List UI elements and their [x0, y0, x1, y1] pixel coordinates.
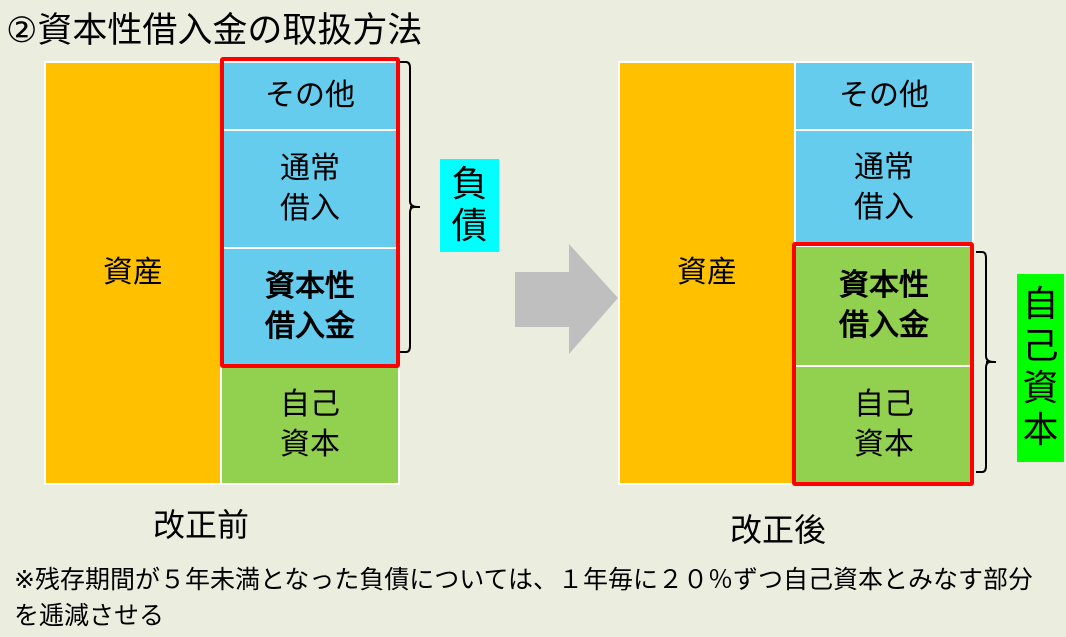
- footnote: ※残存期間が５年未満となった負債については、１年毎に２０％ずつ自己資本とみなす部…: [14, 565, 1033, 630]
- text: 資本: [854, 427, 914, 462]
- text: 己: [1022, 326, 1059, 367]
- text: 負: [451, 163, 488, 205]
- text: 債: [451, 205, 488, 247]
- before-assets: 資産: [44, 61, 222, 485]
- after-brace: [976, 251, 996, 473]
- text: 本: [1022, 410, 1059, 451]
- text: 借入金: [839, 308, 929, 343]
- after-other: その他: [794, 61, 974, 131]
- after-capital-loan: 資本性借入金: [794, 245, 974, 367]
- before-brace: [400, 61, 420, 353]
- text: 資本性: [265, 269, 355, 304]
- text: 自己: [854, 387, 914, 422]
- arrow-right-icon: [515, 244, 618, 354]
- equity-tag: 自己資本: [1017, 274, 1064, 462]
- text: 通常: [854, 150, 914, 185]
- after-highlight-frame: [792, 242, 974, 486]
- before-label: 改正前: [153, 506, 250, 544]
- before-normal-loan: 通常借入: [220, 129, 400, 249]
- after-label: 改正後: [730, 511, 827, 549]
- text: 通常: [280, 151, 340, 186]
- before-equity: 自己資本: [220, 365, 400, 485]
- text: 借入金: [265, 309, 355, 344]
- page-title: ②資本性借入金の取扱方法: [6, 11, 423, 51]
- liability-tag: 負債: [440, 159, 499, 252]
- text: 資本性: [839, 268, 929, 303]
- after-normal-loan: 通常借入: [794, 129, 974, 247]
- text: 自: [1022, 284, 1059, 325]
- text: 借入: [854, 190, 914, 225]
- after-assets: 資産: [618, 61, 796, 485]
- after-equity: 自己資本: [794, 365, 974, 485]
- text: 自己: [280, 387, 340, 422]
- before-highlight-frame: [220, 57, 400, 368]
- text: 資: [1022, 368, 1059, 409]
- text: 借入: [280, 191, 340, 226]
- text: 資本: [280, 427, 340, 462]
